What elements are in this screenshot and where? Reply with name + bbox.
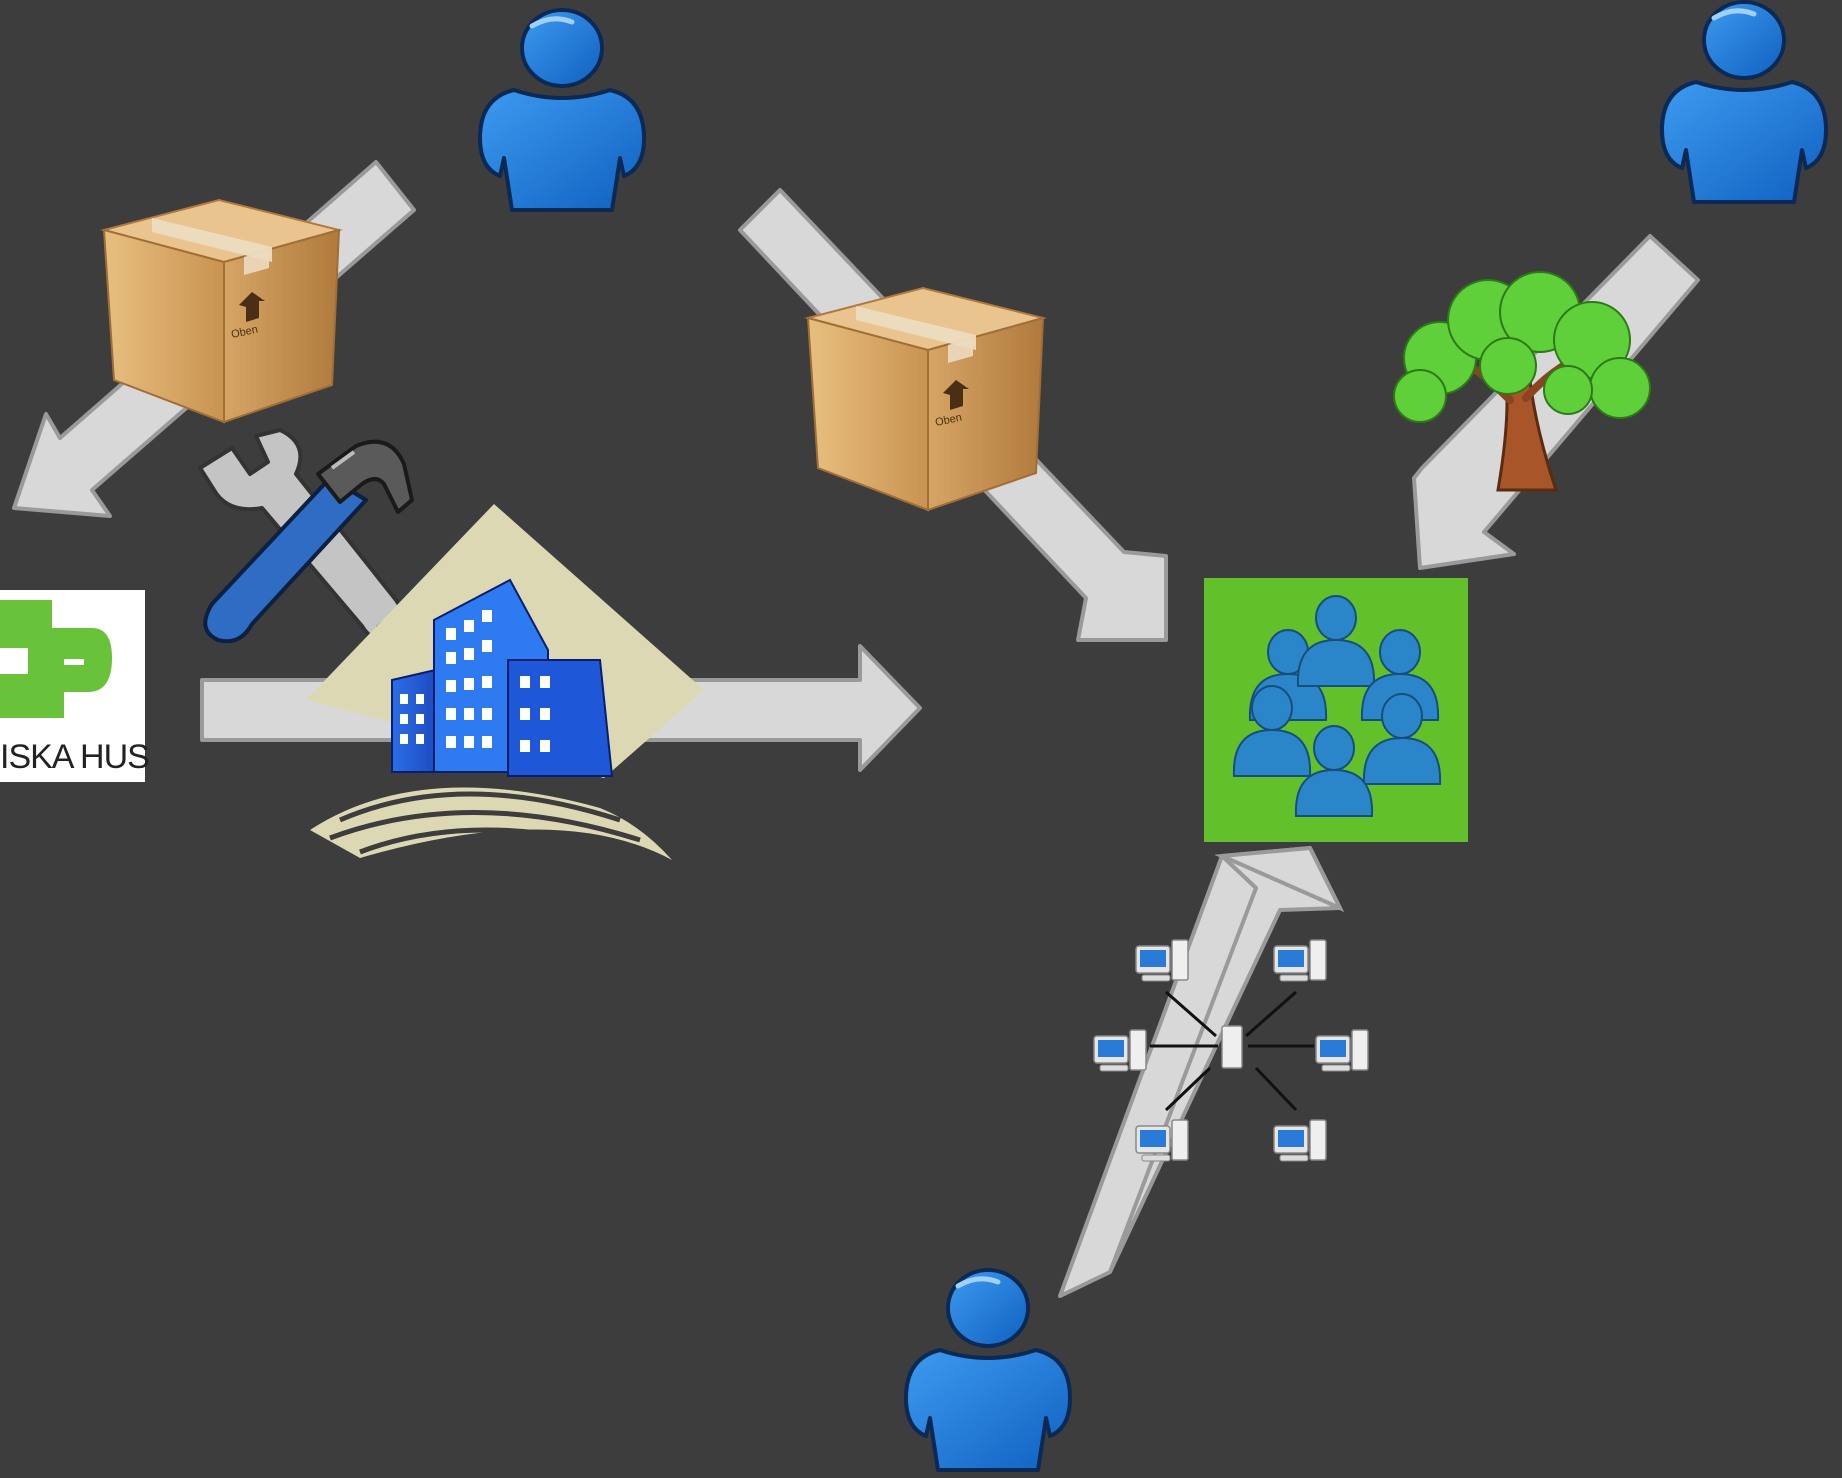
group-people-icon [1204, 578, 1468, 842]
person-icon [906, 1270, 1070, 1470]
tools-icon [198, 428, 414, 644]
city-buildings-icon [306, 504, 704, 860]
person-icon [480, 10, 644, 210]
box-label: Oben [934, 412, 963, 429]
tree-icon [1393, 271, 1651, 492]
cardboard-box-icon: Oben [103, 199, 340, 423]
company-logo [0, 590, 145, 782]
person-icon [1662, 2, 1826, 202]
box-label: Oben [230, 324, 259, 341]
arrow-from-bottom-person-to-group [1058, 845, 1345, 1298]
cardboard-box-icon: Oben [807, 287, 1044, 511]
company-logo-text: ISKA HUS [0, 738, 150, 776]
network-computers-icon [1093, 939, 1369, 1162]
